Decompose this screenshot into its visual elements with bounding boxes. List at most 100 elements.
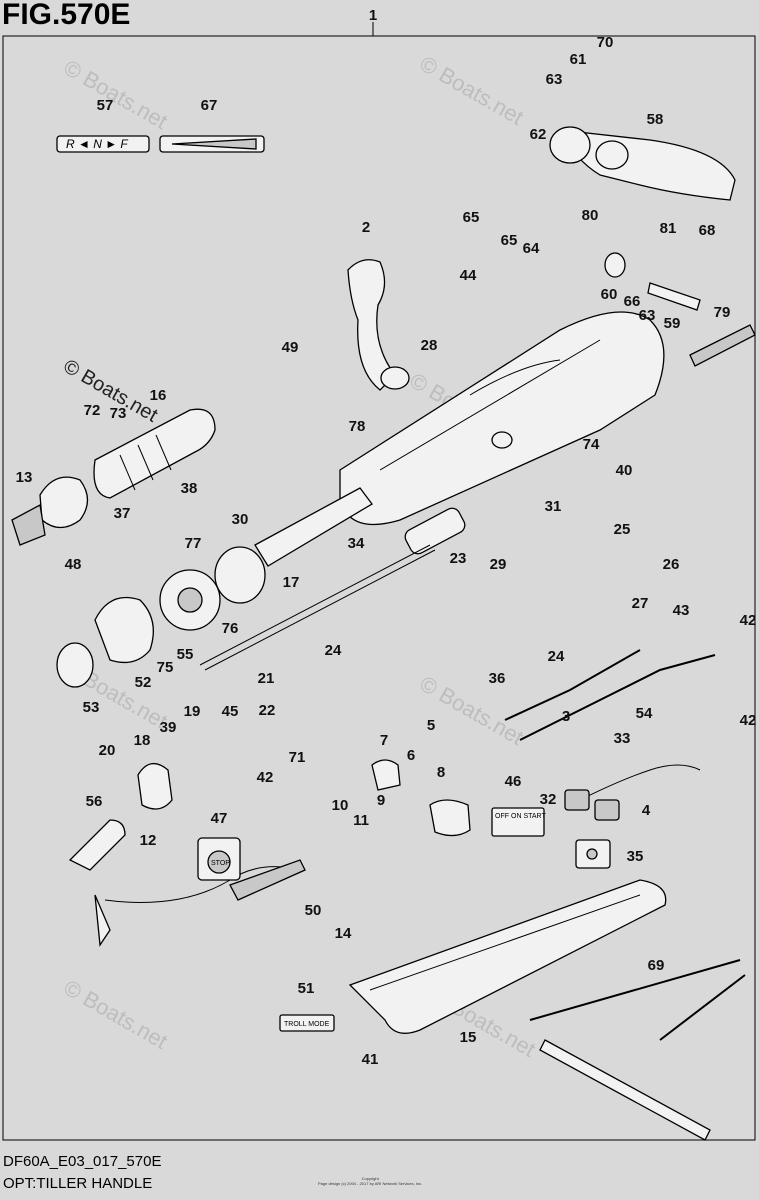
callout-34: 34 [348,535,365,552]
callout-25: 25 [614,521,631,538]
callout-24a: 24 [325,642,342,659]
callout-35: 35 [627,848,644,865]
spring [689,324,756,367]
upper-bracket [549,126,736,201]
callout-39: 39 [160,719,177,736]
callout-30: 30 [232,511,249,528]
knob-12 [137,763,173,810]
callout-50: 50 [305,902,322,919]
callout-17: 17 [283,574,300,591]
bolt-59 [604,252,701,311]
watermark-6: © Boats.net [60,975,172,1054]
callout-41: 41 [362,1051,379,1068]
callout-71: 71 [289,749,306,766]
tiller-arm [339,311,665,526]
troll-decal: TROLL MODE [279,1014,335,1032]
callout-12: 12 [140,832,157,849]
callout-23: 23 [450,550,467,567]
callout-14: 14 [335,925,352,942]
callout-42b: 42 [740,612,757,629]
switch-assy: OFF ON START [371,759,546,837]
watermark-1: © Boats.net [60,55,172,134]
callout-11: 11 [353,812,369,829]
callout-48: 48 [65,556,82,573]
callout-74: 74 [583,436,600,453]
callout-62: 62 [530,126,547,143]
callout-5: 5 [427,717,435,734]
callout-52: 52 [135,674,152,691]
watermark-5: © Boats.net [416,671,528,750]
callout-75: 75 [157,659,174,676]
shift-decal: R ◄ N ► F [56,135,150,153]
figure-code: DF60A_E03_017_570E [3,1153,162,1170]
callout-24b: 24 [548,648,565,665]
callout-26: 26 [663,556,680,573]
callout-6: 6 [407,747,415,764]
figure-title: FIG.570E [2,0,131,31]
callout-63b: 63 [639,307,656,324]
callout-69: 69 [648,957,665,974]
shift-lever [347,259,410,391]
callout-1: 1 [369,7,377,24]
callout-65a: 65 [463,209,480,226]
wire-harness [564,764,701,821]
callout-53: 53 [83,699,100,716]
callout-10: 10 [332,797,349,814]
steering-rod [529,959,746,1141]
callout-40: 40 [616,462,633,479]
callout-27: 27 [632,595,649,612]
stop-decal-label: STOP [211,860,230,867]
callout-72: 72 [84,402,101,419]
callout-79: 79 [714,304,731,321]
callout-67: 67 [201,97,218,114]
throttle-shaft [199,487,466,671]
callout-31: 31 [545,498,562,515]
callout-42a: 42 [257,769,274,786]
callout-47: 47 [211,810,228,827]
switch-off-label: OFF [495,813,509,820]
callout-18: 18 [134,732,151,749]
callout-20: 20 [99,742,116,759]
callout-78: 78 [349,418,366,435]
callout-2: 2 [362,219,370,236]
callout-37: 37 [114,505,131,522]
callout-56: 56 [86,793,103,810]
callout-60: 60 [601,286,618,303]
callout-80: 80 [582,207,599,224]
shift-decal-label: R ◄ N ► F [66,137,128,151]
callout-66: 66 [624,293,641,310]
plate-35 [575,839,611,869]
callout-70: 70 [597,34,614,51]
callout-76: 76 [222,620,239,637]
stop-decal: STOP [197,837,241,881]
end-caps [56,546,266,688]
callout-64: 64 [523,240,540,257]
callout-57: 57 [97,97,114,114]
callout-7: 7 [380,732,388,749]
callout-59: 59 [664,315,681,332]
callout-36: 36 [489,670,506,687]
switch-on-start-label: ON START [511,813,546,820]
throttle-grip [11,408,216,546]
callout-15: 15 [460,1029,477,1046]
callout-29: 29 [490,556,507,573]
callout-45: 45 [222,703,239,720]
frame-outline [2,35,756,1141]
callout-73: 73 [110,405,127,422]
clamp-56 [68,819,126,871]
callout-49: 49 [282,339,299,356]
callout-33: 33 [614,730,631,747]
callout-16: 16 [150,387,167,404]
callout-63a: 63 [546,71,563,88]
callout-65b: 65 [501,232,518,249]
callout-9: 9 [377,792,385,809]
callout-38: 38 [181,480,198,497]
watermark-2: © Boats.net [416,51,528,130]
callout-77: 77 [185,535,202,552]
arrow-decal [159,135,265,153]
callout-55: 55 [177,646,194,663]
callout-8: 8 [437,764,445,781]
